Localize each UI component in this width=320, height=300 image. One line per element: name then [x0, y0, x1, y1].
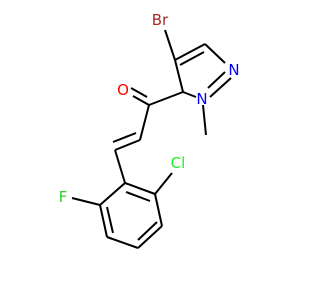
bond-c4-c3 — [174, 43, 206, 61]
bond-c3-n2 — [204, 43, 226, 64]
atom-label-nitrogen-n1: N — [196, 90, 207, 108]
pyrazole-ring — [174, 43, 232, 98]
bond-c4-br — [164, 29, 176, 61]
benzene-ring — [99, 182, 163, 249]
bond-b4-b5-double — [137, 221, 158, 241]
bond-b5-b6 — [154, 193, 163, 227]
bond-b2-b3-double — [106, 206, 114, 234]
bond-c5-carbonyl — [148, 91, 184, 106]
bond-carbonyl-o — [132, 95, 150, 106]
bond-b1-b2 — [99, 182, 126, 206]
bond-b2-b3 — [99, 204, 108, 238]
bond-c4-c5 — [174, 59, 184, 93]
bond-n1-methyl — [202, 104, 207, 136]
bond-carbonyl-o-double — [130, 87, 148, 98]
bond-b6-cl — [154, 172, 173, 195]
atom-label-chlorine: Cl — [171, 154, 186, 172]
bond-n2-n1-double — [207, 71, 226, 89]
bond-n1-c5 — [182, 91, 197, 98]
bond-alpha-beta — [114, 139, 141, 151]
atom-label-oxygen: O — [117, 81, 129, 99]
bond-b6-b1-double — [125, 191, 151, 202]
bond-beta-aryl — [114, 149, 126, 184]
bond-b4-b5 — [137, 225, 163, 249]
bond-c4-c3-double — [179, 51, 205, 66]
atom-label-nitrogen-n2: N — [228, 61, 239, 79]
atom-label-bromine: Br — [152, 11, 169, 29]
bond-b3-b4 — [106, 236, 139, 249]
bond-b2-f — [71, 197, 101, 206]
bond-carbonyl-alpha — [139, 104, 150, 141]
bond-b6-b1 — [124, 182, 156, 195]
bond-alpha-beta-double — [112, 132, 137, 143]
atom-label-fluorine: F — [59, 188, 68, 206]
chemical-structure: Br O N N F Cl — [59, 11, 240, 249]
bond-n2-n1 — [209, 77, 232, 98]
